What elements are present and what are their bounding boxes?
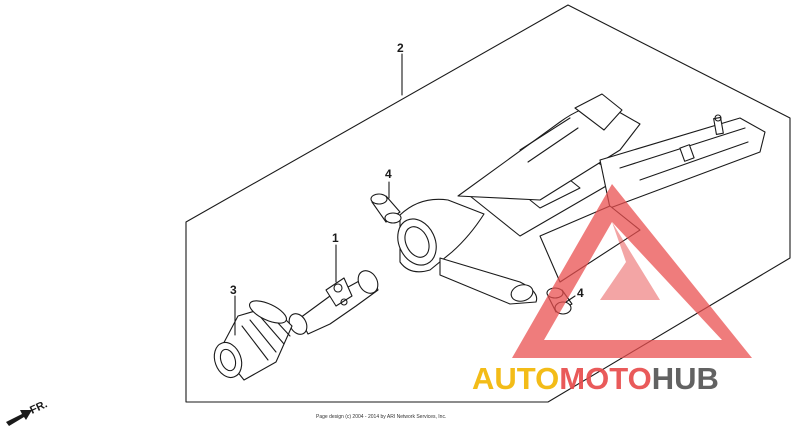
svg-text:AUTOMOTOHUB: AUTOMOTOHUB (472, 361, 719, 396)
copyright-text: Page design (c) 2004 - 2014 by ARI Netwo… (316, 414, 446, 420)
callout-2: 2 (397, 41, 404, 55)
rubber-boot (213, 300, 293, 381)
watermark-hub: HUB (652, 361, 719, 396)
callout-3: 3 (230, 283, 237, 297)
bushing-upper (370, 193, 402, 224)
universal-joint (288, 270, 379, 335)
callout-4-upper: 4 (385, 167, 392, 181)
swingarm (397, 93, 766, 305)
watermark-triangle (512, 184, 752, 358)
assembly-frame (185, 4, 791, 403)
leader-lines (234, 53, 576, 336)
front-direction-indicator: FR. (6, 398, 49, 426)
watermark-auto: AUTO (472, 361, 559, 396)
watermark-moto: MOTO (559, 361, 651, 396)
front-label: FR. (28, 398, 49, 416)
arrow-icon (6, 410, 32, 426)
callout-1: 1 (332, 231, 339, 245)
automotohub-watermark: AUTOMOTOHUB (472, 184, 752, 396)
callout-4-lower: 4 (577, 286, 584, 300)
